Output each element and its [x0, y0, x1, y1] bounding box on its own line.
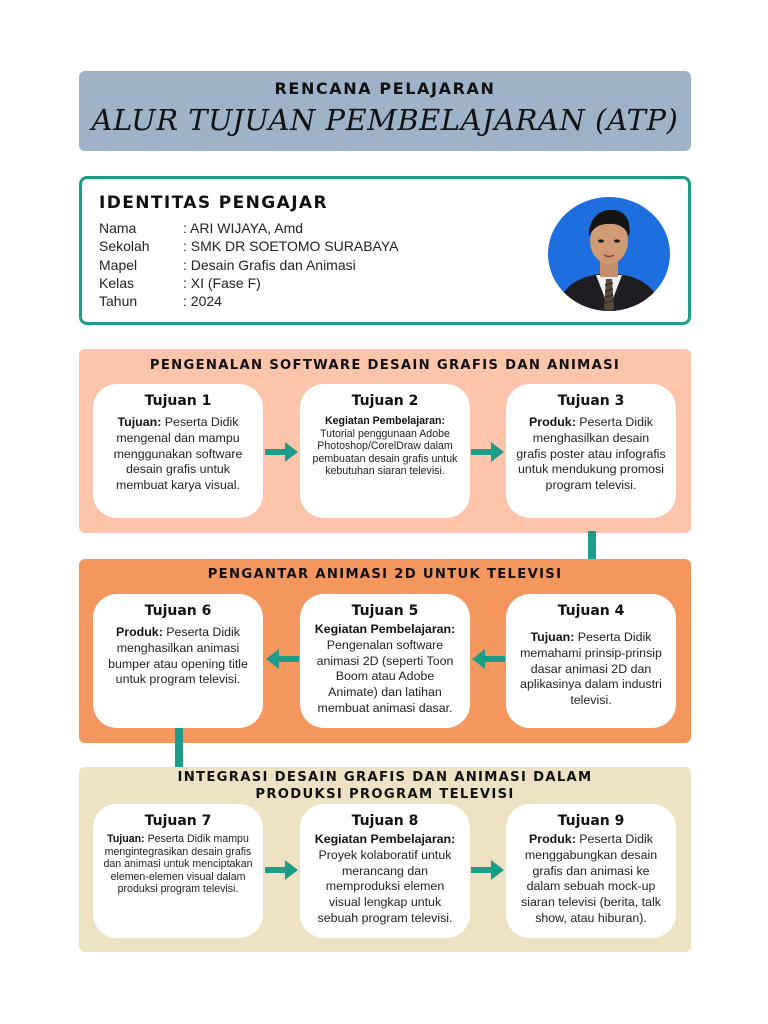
identity-key: Nama — [99, 220, 137, 236]
identity-value: : 2024 — [183, 293, 222, 310]
card-body: Tujuan: Peserta Didik mampu mengintegras… — [103, 833, 253, 896]
teacher-photo-illustration — [556, 209, 662, 311]
card-text: Peserta Didik mampu mengintegrasikan des… — [103, 833, 253, 896]
section-title: PENGANTAR ANIMASI 2D UNTUK TELEVISI — [207, 567, 563, 582]
identity-value: : ARI WIJAYA, Amd — [183, 220, 304, 236]
page-title: ALUR TUJUAN PEMBELAJARAN (ATP) — [91, 103, 679, 137]
identity-rows: Nama : ARI WIJAYA, Amd Sekolah : SMK DR … — [99, 219, 398, 310]
card-text: Peserta Didik mengenal dan mampu menggun… — [113, 415, 243, 493]
card-label: Tujuan: — [530, 630, 575, 644]
goal-card-7: Tujuan 7 Tujuan: Peserta Didik mampu men… — [93, 804, 263, 938]
identity-value: : SMK DR SOETOMO SURABAYA — [183, 238, 399, 255]
card-title: Tujuan 4 — [557, 603, 625, 619]
section-integration: INTEGRASI DESAIN GRAFIS DAN ANIMASI DALA… — [79, 767, 691, 952]
teacher-identity-card: IDENTITAS PENGAJAR Nama : ARI WIJAYA, Am… — [79, 176, 691, 325]
identity-row-mapel: Mapel : Desain Grafis dan Animasi — [99, 256, 398, 274]
card-title: Tujuan 8 — [351, 813, 419, 829]
identity-row-kelas: Kelas : XI (Fase F) — [99, 274, 398, 292]
identity-value: : Desain Grafis dan Animasi — [183, 256, 356, 273]
teacher-photo — [548, 197, 670, 311]
arrow-right-icon — [471, 860, 504, 880]
arrow-right-icon — [265, 860, 298, 880]
section-animation-intro: PENGANTAR ANIMASI 2D UNTUK TELEVISI Tuju… — [79, 559, 691, 743]
arrow-down-icon — [166, 728, 192, 801]
card-body: Tujuan: Peserta Didik memahami prinsip-p… — [516, 630, 666, 709]
identity-key: Kelas — [99, 274, 135, 291]
card-title: Tujuan 3 — [557, 393, 625, 409]
card-text: Peserta Didik menghasilkan animasi bumpe… — [108, 625, 248, 687]
card-body: Tujuan: Peserta Didik mengenal dan mampu… — [103, 415, 253, 494]
card-body: Kegiatan Pembelajaran:Proyek kolaboratif… — [310, 832, 460, 927]
card-text: Tutorial penggunaan Adobe Photoshop/Core… — [312, 427, 458, 478]
card-title: Tujuan 5 — [351, 603, 419, 619]
card-title: Tujuan 6 — [144, 603, 212, 619]
identity-key: Sekolah — [99, 238, 150, 255]
card-label: Produk: — [529, 832, 576, 846]
identity-row-nama: Nama : ARI WIJAYA, Amd — [99, 219, 398, 237]
goal-card-9: Tujuan 9 Produk: Peserta Didik menggabun… — [506, 804, 676, 938]
card-body: Kegiatan Pembelajaran:Tutorial penggunaa… — [310, 415, 460, 478]
section-title-line1: INTEGRASI DESAIN GRAFIS DAN ANIMASI DALA… — [177, 770, 593, 785]
goal-card-4: Tujuan 4 Tujuan: Peserta Didik memahami … — [506, 594, 676, 728]
goal-card-6: Tujuan 6 Produk: Peserta Didik menghasil… — [93, 594, 263, 728]
arrow-left-icon — [472, 649, 505, 669]
card-title: Tujuan 9 — [557, 813, 625, 829]
card-text: Peserta Didik memahami prinsip-prinsip d… — [520, 630, 662, 708]
section-title-line2: PRODUKSI PROGRAM TELEVISI — [255, 787, 515, 802]
goal-card-2: Tujuan 2 Kegiatan Pembelajaran:Tutorial … — [300, 384, 470, 518]
identity-key: Tahun — [99, 293, 138, 310]
arrow-right-icon — [471, 442, 504, 462]
card-body: Produk: Peserta Didik menggabungkan desa… — [516, 832, 666, 927]
card-label: Produk: — [529, 415, 576, 429]
card-title: Tujuan 7 — [144, 813, 212, 829]
goal-card-8: Tujuan 8 Kegiatan Pembelajaran:Proyek ko… — [300, 804, 470, 938]
goal-card-1: Tujuan 1 Tujuan: Peserta Didik mengenal … — [93, 384, 263, 518]
card-label: Produk: — [116, 625, 163, 639]
card-label: Tujuan: — [117, 415, 162, 429]
identity-title: IDENTITAS PENGAJAR — [99, 193, 328, 213]
card-body: Produk: Peserta Didik menghasilkan anima… — [103, 625, 253, 688]
card-text: Proyek kolaboratif untuk merancang dan m… — [317, 847, 453, 925]
card-label: Kegiatan Pembelajaran: — [314, 832, 456, 846]
card-title: Tujuan 2 — [351, 393, 419, 409]
section-title: PENGENALAN SOFTWARE DESAIN GRAFIS DAN AN… — [149, 358, 621, 373]
goal-card-5: Tujuan 5 Kegiatan Pembelajaran:Pengenala… — [300, 594, 470, 728]
card-label: Kegiatan Pembelajaran: — [314, 622, 456, 636]
card-text: Peserta Didik menggabungkan desain grafi… — [521, 832, 661, 925]
header-subtitle: RENCANA PELAJARAN — [274, 79, 496, 98]
arrow-left-icon — [266, 649, 299, 669]
header-banner: RENCANA PELAJARAN ALUR TUJUAN PEMBELAJAR… — [79, 71, 691, 151]
goal-card-3: Tujuan 3 Produk: Peserta Didik menghasil… — [506, 384, 676, 518]
card-body: Produk: Peserta Didik menghasilkan desai… — [516, 415, 666, 494]
identity-row-tahun: Tahun : 2024 — [99, 292, 398, 310]
card-title: Tujuan 1 — [144, 393, 212, 409]
identity-value: : XI (Fase F) — [183, 274, 261, 291]
section-software-intro: PENGENALAN SOFTWARE DESAIN GRAFIS DAN AN… — [79, 349, 691, 533]
identity-row-sekolah: Sekolah : SMK DR SOETOMO SURABAYA — [99, 237, 398, 255]
card-label: Tujuan: — [107, 833, 145, 845]
arrow-right-icon — [265, 442, 298, 462]
identity-key: Mapel — [99, 256, 138, 273]
card-label: Kegiatan Pembelajaran: — [324, 415, 446, 427]
card-text: Pengenalan software animasi 2D (seperti … — [316, 637, 454, 715]
card-body: Kegiatan Pembelajaran:Pengenalan softwar… — [310, 622, 460, 717]
card-text: Peserta Didik menghasilkan desain grafis… — [516, 415, 666, 493]
